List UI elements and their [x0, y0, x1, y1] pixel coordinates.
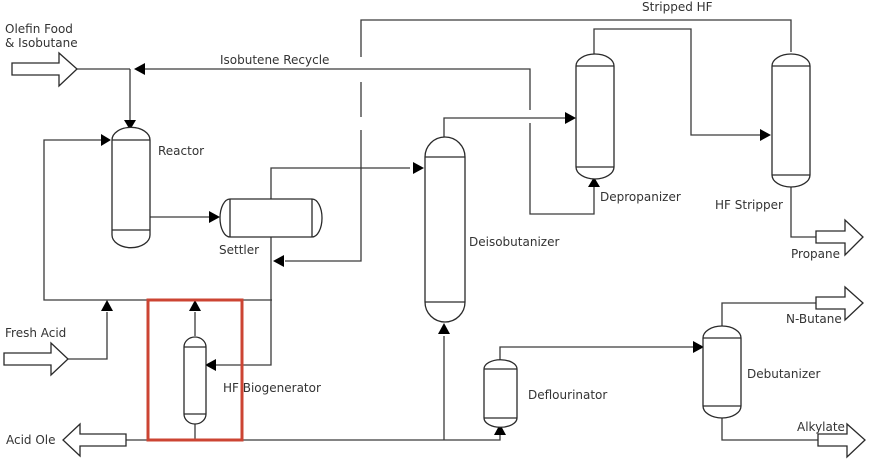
arrow-into-hf-stripper-icon	[760, 129, 771, 141]
label-settler: Settler	[219, 243, 259, 257]
label-hf-biogenerator: HF Biogenerator	[223, 381, 321, 395]
arrow-into-biogenerator-side-icon	[205, 359, 216, 371]
pipe-debutanizer-to-n-butane	[721, 302, 816, 326]
label-isobutene-recycle: Isobutene Recycle	[220, 53, 329, 67]
pipe-settler-to-deisobutanizer	[270, 167, 410, 199]
pipe-deisobutanizer-to-depropanizer	[443, 117, 566, 138]
arrow-into-debutanizer-icon	[693, 341, 704, 353]
deisobutanizer-vessel[interactable]	[424, 136, 466, 323]
label-deisobutanizer: Deisobutanizer	[469, 235, 559, 249]
pipe-stripped-hf-return-lower	[285, 130, 362, 262]
label-n-butane: N-Butane	[786, 312, 842, 326]
label-deflourinator: Deflourinator	[528, 388, 607, 402]
pipes	[43, 19, 818, 441]
arrow-biogenerator-up-icon	[189, 300, 201, 311]
debutanizer-vessel[interactable]	[702, 325, 742, 419]
settler-vessel[interactable]	[219, 198, 323, 238]
label-alkylate: Alkylate	[797, 420, 845, 434]
pipe-hf-stripper-to-propane	[790, 187, 816, 238]
arrow-into-depropanizer-bottom-icon	[588, 177, 600, 187]
pipe-isobutene-recycle	[140, 68, 531, 110]
label-acid-ole: Acid Ole	[6, 433, 56, 447]
pipe-debutanizer-to-alkylate	[721, 418, 818, 441]
arrow-into-reactor-top-icon	[124, 120, 136, 130]
label-depropanizer: Depropanizer	[600, 190, 681, 204]
arrow-into-settler-icon	[209, 211, 220, 223]
pipe-settler-to-biogenerator	[215, 236, 272, 366]
label-reactor: Reactor	[158, 144, 204, 158]
arrow-into-deflourinator-bottom-icon	[494, 424, 506, 435]
pipe-fresh-acid	[67, 312, 108, 360]
arrow-fresh-acid-up-icon	[101, 300, 113, 311]
arrow-into-reactor-side-icon	[101, 134, 111, 146]
arrow-return-to-settler-line-icon	[273, 255, 284, 267]
alkylate-outlet-arrow-icon	[817, 422, 866, 459]
labels: Olefin Food & Isobutane Isobutene Recycl…	[5, 0, 845, 447]
pipe-recycle-from-depropanizer-gap	[529, 123, 595, 215]
label-fresh-acid: Fresh Acid	[5, 326, 66, 340]
label-olefin-feed-line2: & Isobutane	[5, 36, 78, 50]
arrow-into-deisobutanizer-icon	[413, 162, 424, 174]
hf-stripper-vessel[interactable]	[771, 53, 811, 188]
propane-outlet-arrow-icon	[815, 218, 864, 257]
deflourinator-vessel[interactable]	[483, 359, 518, 428]
feed-inlet-arrow-icon	[11, 51, 78, 88]
arrow-into-deisobutanizer-bottom-icon	[438, 323, 450, 334]
vessels	[111, 53, 811, 428]
hf-biogenerator-vessel[interactable]	[183, 336, 207, 425]
label-hf-stripper: HF Stripper	[715, 198, 783, 212]
arrow-into-depropanizer-icon	[565, 112, 576, 124]
hf-biogenerator-highlight-box	[146, 298, 244, 442]
fresh-acid-inlet-arrow-icon	[3, 341, 69, 377]
n-butane-outlet-arrow-icon	[815, 285, 864, 322]
pipe-deflourinator-to-debutanizer	[499, 346, 697, 360]
stream-arrows	[3, 51, 866, 459]
label-propane: Propane	[791, 247, 840, 261]
arrow-recycle-junction-icon	[134, 63, 145, 75]
label-olefin-feed-line1: Olefin Food	[5, 22, 73, 36]
depropanizer-vessel[interactable]	[575, 53, 615, 180]
label-stripped-hf: Stripped HF	[642, 0, 713, 14]
reactor-vessel[interactable]	[111, 126, 151, 249]
label-debutanizer: Debutanizer	[747, 367, 821, 381]
flow-arrows	[101, 63, 771, 435]
pipe-depropanizer-to-hf-stripper	[593, 28, 760, 136]
pipe-stripped-hf	[360, 19, 792, 57]
acid-ole-outlet-arrow-icon	[62, 422, 127, 458]
